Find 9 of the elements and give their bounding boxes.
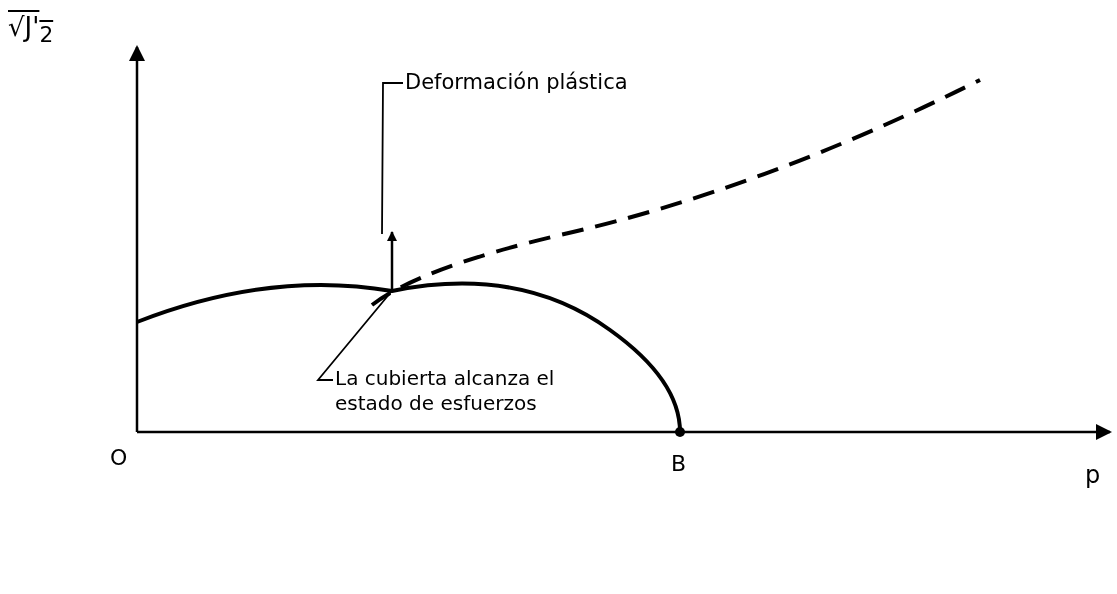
point-label: B [671,450,687,477]
leader-line [316,291,392,381]
callout-text: La cubierta alcanza el estado de esfuerzos [335,366,571,416]
callout-text: Deformación plástica [405,69,628,96]
axis-label: √J'$_{2}$ [8,11,54,50]
axis-label: p [1085,462,1101,489]
strain-vector-arrow [387,231,397,291]
leader-line [381,82,404,235]
origin-label: O [110,444,128,471]
